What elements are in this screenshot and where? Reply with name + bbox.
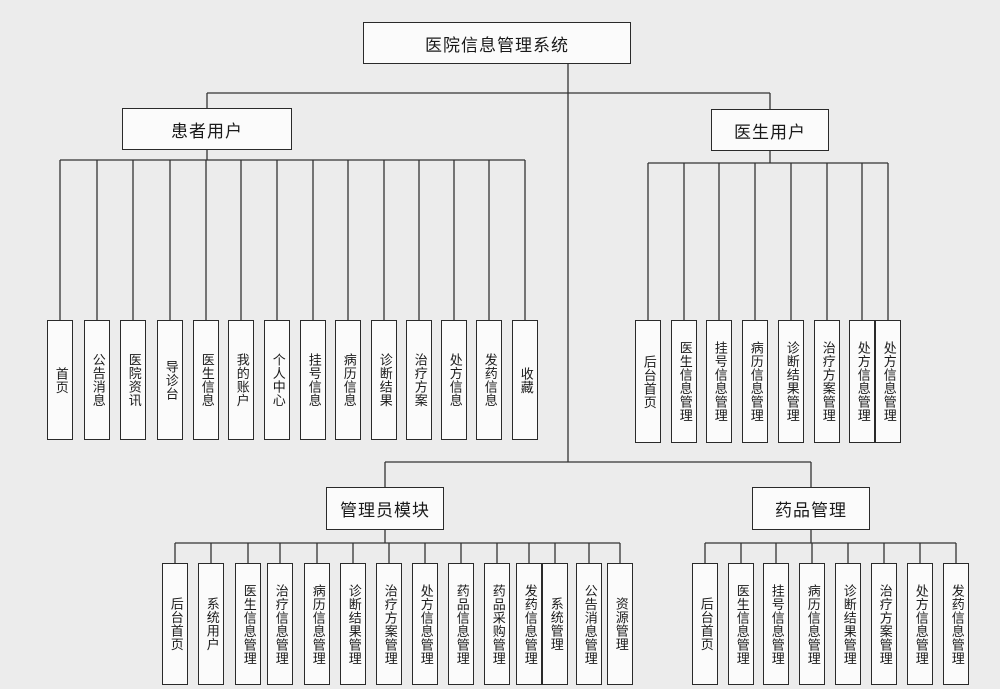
patient-leaf-3: 医院资讯 (120, 320, 146, 440)
drug-leaf-7: 处方信息管理 (907, 563, 933, 685)
doctor-leaf-3: 挂号信息管理 (706, 320, 732, 443)
root-node: 医院信息管理系统 (363, 22, 631, 64)
admin-leaf-14: 资源管理 (607, 563, 633, 685)
patient-leaf-4: 导诊台 (157, 320, 183, 440)
admin-leaf-9: 药品信息管理 (448, 563, 474, 685)
admin-leaf-8: 处方信息管理 (412, 563, 438, 685)
doctor-leaf-2: 医生信息管理 (671, 320, 697, 443)
drug-leaf-4: 病历信息管理 (799, 563, 825, 685)
patient-leaf-7: 个人中心 (264, 320, 290, 440)
admin-leaf-4: 治疗信息管理 (267, 563, 293, 685)
admin-leaf-3: 医生信息管理 (235, 563, 261, 685)
drug-leaf-6: 治疗方案管理 (871, 563, 897, 685)
drug-leaf-8: 发药信息管理 (943, 563, 969, 685)
patient-leaf-10: 诊断结果 (371, 320, 397, 440)
admin-leaf-6: 诊断结果管理 (340, 563, 366, 685)
patient-node: 患者用户 (122, 108, 292, 150)
doctor-leaf-8: 处方信息管理 (875, 320, 901, 443)
patient-leaf-5: 医生信息 (193, 320, 219, 440)
admin-leaf-10: 药品采购管理 (484, 563, 510, 685)
admin-leaf-7: 治疗方案管理 (376, 563, 402, 685)
admin-leaf-11: 发药信息管理 (516, 563, 542, 685)
doctor-leaf-7: 处方信息管理 (849, 320, 875, 443)
doctor-leaf-6: 治疗方案管理 (814, 320, 840, 443)
admin-leaf-12: 系统管理 (542, 563, 568, 685)
patient-leaf-2: 公告消息 (84, 320, 110, 440)
doctor-node: 医生用户 (711, 109, 829, 151)
admin-node: 管理员模块 (326, 487, 444, 530)
admin-leaf-5: 病历信息管理 (304, 563, 330, 685)
patient-leaf-11: 治疗方案 (406, 320, 432, 440)
patient-leaf-8: 挂号信息 (300, 320, 326, 440)
admin-leaf-2: 系统用户 (198, 563, 224, 685)
patient-leaf-12: 处方信息 (441, 320, 467, 440)
patient-leaf-14: 收藏 (512, 320, 538, 440)
doctor-leaf-5: 诊断结果管理 (778, 320, 804, 443)
drug-leaf-2: 医生信息管理 (728, 563, 754, 685)
doctor-leaf-1: 后台首页 (635, 320, 661, 443)
drug-leaf-1: 后台首页 (692, 563, 718, 685)
patient-leaf-13: 发药信息 (476, 320, 502, 440)
patient-leaf-6: 我的账户 (228, 320, 254, 440)
admin-leaf-1: 后台首页 (162, 563, 188, 685)
patient-leaf-1: 首页 (47, 320, 73, 440)
drug-node: 药品管理 (752, 487, 870, 530)
drug-leaf-5: 诊断结果管理 (835, 563, 861, 685)
admin-leaf-13: 公告消息管理 (576, 563, 602, 685)
patient-leaf-9: 病历信息 (335, 320, 361, 440)
drug-leaf-3: 挂号信息管理 (763, 563, 789, 685)
doctor-leaf-4: 病历信息管理 (742, 320, 768, 443)
